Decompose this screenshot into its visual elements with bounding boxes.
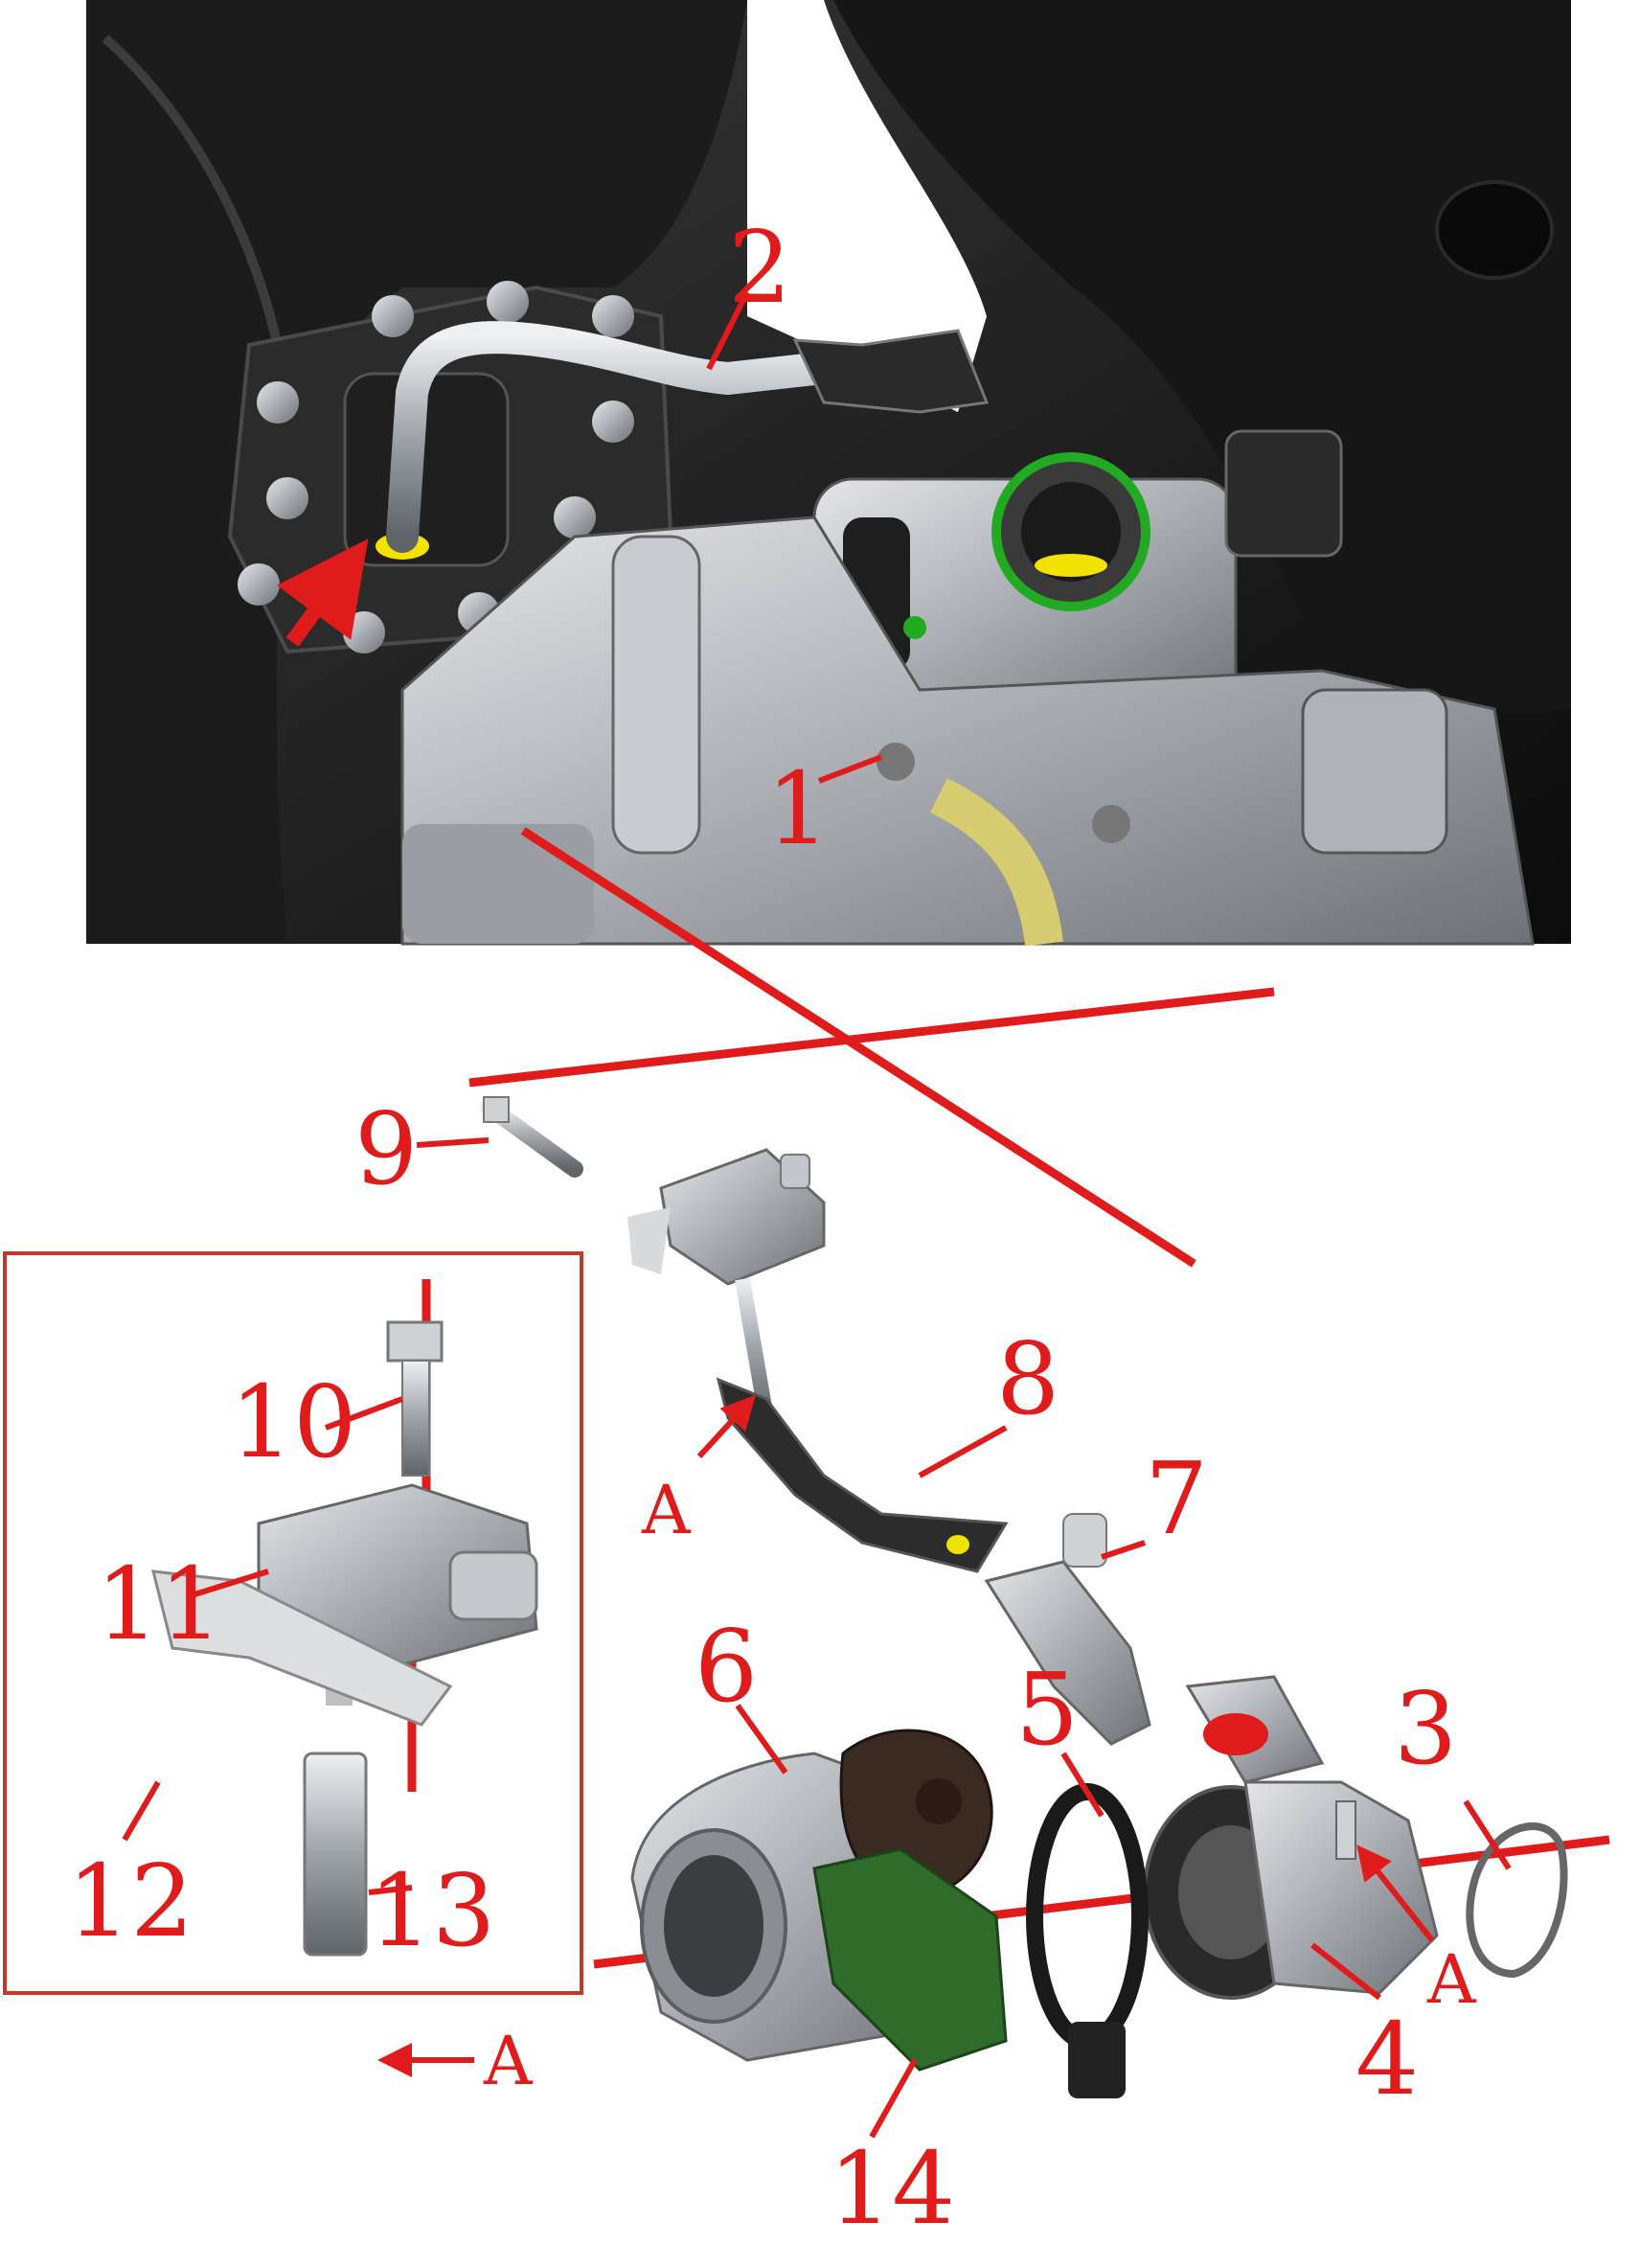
axis-fuel-rail bbox=[468, 987, 1275, 1088]
callout-12: 12 bbox=[67, 1843, 194, 1959]
clamp-arrow bbox=[276, 538, 369, 647]
fuel-line-connector bbox=[792, 329, 990, 414]
intake-manifold-part-4 bbox=[1143, 1675, 1439, 2000]
fuel-line-part-8 bbox=[716, 1377, 1009, 1573]
leader-line-4 bbox=[1310, 1942, 1381, 2001]
callout-13: 13 bbox=[369, 1852, 495, 1969]
throttle-body-installed bbox=[812, 429, 1343, 721]
injector-part-7 bbox=[984, 1513, 1151, 1746]
axis-injector bbox=[520, 827, 1196, 1268]
upper-photo-view: 1 2 bbox=[86, 0, 1571, 947]
marker-arrow-a1 bbox=[696, 1394, 757, 1459]
fuel-rail-connector bbox=[627, 1148, 826, 1420]
leader-line-10 bbox=[324, 1396, 404, 1431]
callout-5: 5 bbox=[1015, 1651, 1079, 1768]
leader-line-14 bbox=[869, 2058, 918, 2139]
bolt-part-10 bbox=[386, 1320, 444, 1477]
sensor-detail-frame bbox=[3, 1251, 583, 1995]
throttle-body-part-6 bbox=[630, 1729, 1008, 2072]
leader-line-11 bbox=[191, 1569, 269, 1598]
callout-14: 14 bbox=[829, 2130, 955, 2247]
exploded-view: 3 4 5 6 7 8 9 10 11 12 13 14 A A A bbox=[3, 827, 1610, 2247]
callout-1: 1 bbox=[766, 750, 830, 867]
bolt-part-9 bbox=[480, 1096, 583, 1178]
right-fender-hole bbox=[1435, 180, 1554, 280]
callout-10: 10 bbox=[230, 1363, 356, 1480]
callout-2: 2 bbox=[728, 209, 791, 326]
marker-a2: A bbox=[1426, 1940, 1477, 2019]
marker-a1: A bbox=[641, 1471, 692, 1549]
callout-11: 11 bbox=[96, 1546, 222, 1662]
callout-3: 3 bbox=[1394, 1670, 1457, 1787]
callout-7: 7 bbox=[1145, 1440, 1208, 1557]
engine-block bbox=[400, 515, 1535, 947]
callout-9: 9 bbox=[354, 1090, 418, 1207]
right-fender-panel bbox=[833, 0, 1571, 713]
leader-line-8 bbox=[918, 1425, 1008, 1478]
left-fender-panel bbox=[86, 0, 747, 944]
hose-clamp-part-5 bbox=[1026, 1783, 1149, 2098]
leader-line-6 bbox=[735, 1704, 788, 1775]
leader-line-3 bbox=[1463, 1799, 1512, 1870]
spacer-part-13 bbox=[303, 1752, 368, 1957]
leader-line-13 bbox=[368, 1885, 413, 1895]
leader-line-12 bbox=[122, 1780, 161, 1842]
leader-line-1 bbox=[817, 754, 883, 784]
leader-line-5 bbox=[1060, 1752, 1105, 1818]
callout-8: 8 bbox=[996, 1320, 1059, 1437]
leader-line-7 bbox=[1101, 1540, 1146, 1560]
leader-line-9 bbox=[416, 1137, 490, 1148]
marker-a3: A bbox=[483, 2022, 534, 2100]
fuel-line-tube bbox=[386, 321, 831, 553]
leader-line-2 bbox=[706, 290, 750, 371]
marker-arrow-a2 bbox=[1356, 1844, 1435, 1942]
fender-gap bbox=[747, 0, 987, 412]
callout-4: 4 bbox=[1355, 2001, 1419, 2118]
o-ring-part-3 bbox=[1466, 1822, 1568, 1979]
callout-6: 6 bbox=[695, 1608, 758, 1725]
